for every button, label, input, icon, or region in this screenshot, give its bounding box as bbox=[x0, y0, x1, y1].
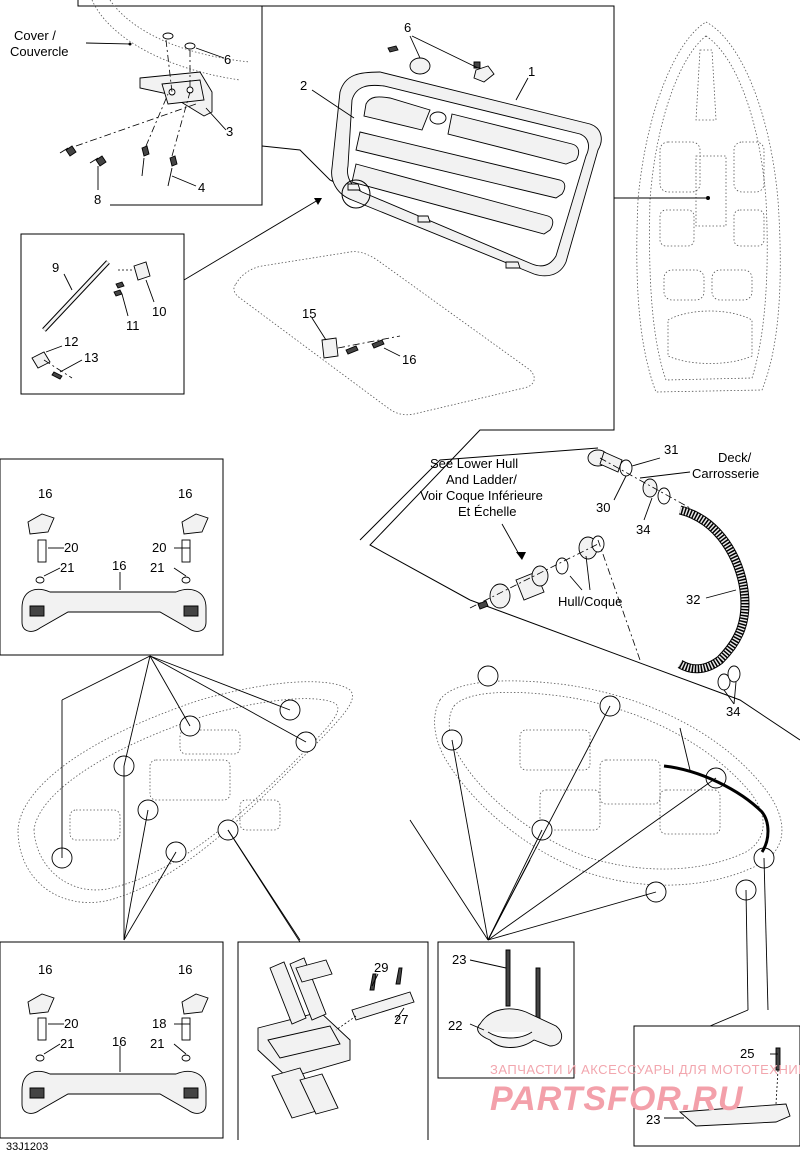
callout-20-left-b: 20 bbox=[64, 1016, 78, 1031]
callout-23: 23 bbox=[452, 952, 466, 967]
boat-perspective-right bbox=[409, 665, 783, 1027]
callout-22: 22 bbox=[448, 1018, 462, 1033]
watermark-line1: ЗАПЧАСТИ И АКСЕССУАРЫ ДЛЯ МОТОТЕХНИКИ bbox=[490, 1062, 800, 1077]
callout-8: 8 bbox=[94, 192, 101, 207]
callout-27: 25 bbox=[740, 1046, 754, 1061]
callout-16-left-b: 16 bbox=[38, 962, 52, 977]
grab-handle-inset-top: 16 16 20 20 21 21 16 bbox=[0, 458, 224, 656]
callout-3: 3 bbox=[226, 124, 233, 139]
callout-21-right-b: 21 bbox=[150, 1036, 164, 1051]
callout-16-right: 16 bbox=[178, 486, 192, 501]
gas-spring-inset: 9 10 11 12 13 bbox=[20, 233, 185, 395]
cleat-inset: 23 22 bbox=[437, 941, 575, 1079]
watermark: ЗАПЧАСТИ И АКСЕССУАРЫ ДЛЯ МОТОТЕХНИКИ PA… bbox=[490, 1062, 800, 1118]
thru-hull-section: See Lower Hull And Ladder/ Voir Coque In… bbox=[359, 442, 800, 741]
throttle-control-inset: 29 27 bbox=[227, 829, 429, 1140]
cover-bracket-inset: Cover / Couvercle 6 3 4 8 bbox=[10, 0, 361, 207]
callout-31: 30 bbox=[596, 500, 610, 515]
watermark-line2: PARTSFOR.RU bbox=[490, 1080, 744, 1118]
callout-9: 9 bbox=[52, 260, 59, 275]
callout-10: 10 bbox=[152, 304, 166, 319]
callout-16-handle: 16 bbox=[112, 558, 126, 573]
callout-34-bottom: 34 bbox=[726, 704, 740, 719]
rear-bracket-inset: 25 23 bbox=[633, 1025, 800, 1147]
boat-top-view bbox=[614, 21, 781, 393]
callout-20-right: 20 bbox=[152, 540, 166, 555]
carrosserie-label: Carrosserie bbox=[692, 466, 759, 481]
see-lower-line4: Et Échelle bbox=[458, 504, 517, 519]
callout-16-handle-b: 16 bbox=[112, 1034, 126, 1049]
callout-12: 12 bbox=[64, 334, 78, 349]
callout-6: 6 bbox=[404, 20, 411, 35]
see-lower-line3: Voir Coque Inférieure bbox=[420, 488, 543, 503]
callout-11: 11 bbox=[126, 318, 140, 333]
callout-20-left: 20 bbox=[64, 540, 78, 555]
callout-21-left-b: 21 bbox=[60, 1036, 74, 1051]
callout-25: 23 bbox=[646, 1112, 660, 1127]
callout-30: 29 bbox=[374, 960, 388, 975]
grab-handle-inset-bottom: 16 16 20 18 21 21 16 bbox=[0, 941, 224, 1139]
see-lower-line2: And Ladder/ bbox=[446, 472, 517, 487]
boat-perspective-left bbox=[17, 655, 353, 941]
callout-15: 16 bbox=[402, 352, 416, 367]
see-lower-line1: See Lower Hull bbox=[430, 456, 518, 471]
storage-hatch-section: 6 1 2 15 16 bbox=[183, 5, 615, 601]
callout-5: 6 bbox=[224, 52, 231, 67]
callout-18-right-b: 18 bbox=[152, 1016, 166, 1031]
callout-29: 27 bbox=[394, 1012, 408, 1027]
cover-label: Cover / bbox=[14, 28, 56, 43]
callout-16-right-b: 16 bbox=[178, 962, 192, 977]
callout-32: 31 bbox=[664, 442, 678, 457]
callout-13: 13 bbox=[84, 350, 98, 365]
callout-34-top: 34 bbox=[636, 522, 650, 537]
hull-coque-label: Hull/Coque bbox=[558, 594, 622, 609]
callout-4: 4 bbox=[198, 180, 205, 195]
callout-21-right: 21 bbox=[150, 560, 164, 575]
deck-label: Deck/ bbox=[718, 450, 752, 465]
callout-33: 32 bbox=[686, 592, 700, 607]
figure-code: 33J1203 bbox=[6, 1141, 48, 1153]
callout-16-left: 16 bbox=[38, 486, 52, 501]
callout-21-left: 21 bbox=[60, 560, 74, 575]
callout-2: 2 bbox=[300, 78, 307, 93]
couvercle-label: Couvercle bbox=[10, 44, 69, 59]
callout-14: 15 bbox=[302, 306, 316, 321]
callout-1: 1 bbox=[528, 64, 535, 79]
